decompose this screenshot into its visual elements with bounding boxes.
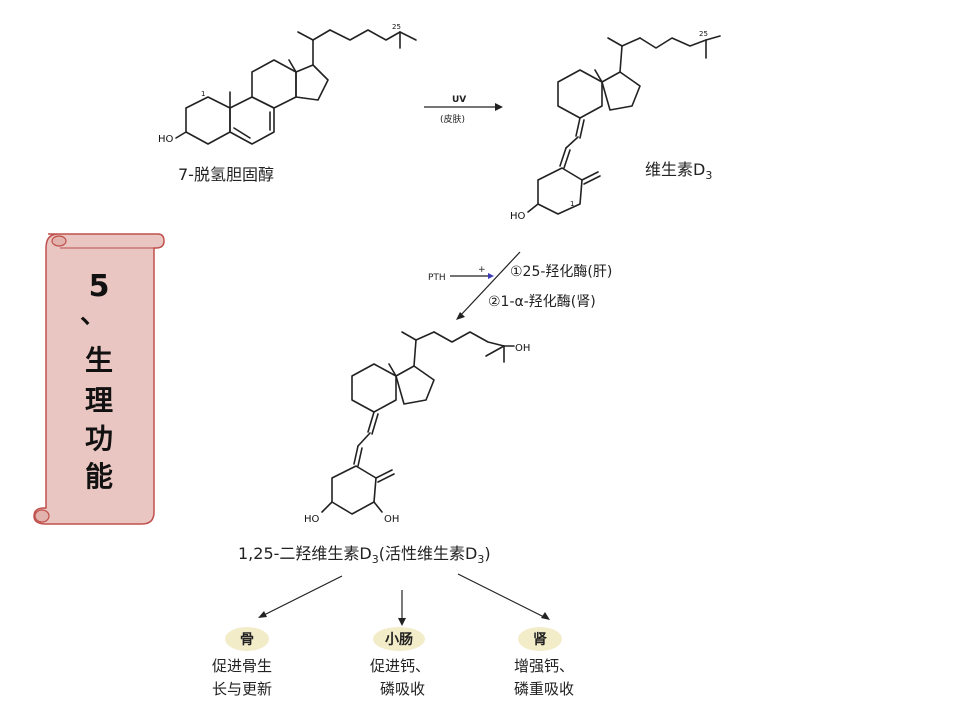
- title-char-2: 理: [85, 384, 113, 417]
- structure-vitamin-d3: HO 25 1: [510, 30, 721, 222]
- hydroxylase-step-2: ②1-α-羟化酶(肾): [488, 294, 596, 310]
- target-kidney: 肾 增强钙、 磷重吸收: [514, 627, 574, 698]
- atom-ho-2: HO: [510, 211, 526, 222]
- atom-c25-2: 25: [699, 30, 708, 38]
- arrow-hydroxylation: PTH + ①25-羟化酶(肝) ②1-α-羟化酶(肾): [428, 251, 612, 320]
- atom-c1-2: 1: [570, 200, 574, 208]
- label-calcitriol-prefix: 1,25-二羟维生素: [238, 544, 359, 563]
- effect-kidney-line2: 磷重吸收: [514, 680, 574, 698]
- atom-oh-ring: OH: [384, 514, 399, 525]
- label-vitamin-d3-subscript: 3: [705, 169, 712, 182]
- label-calcitriol-sub-1: 3: [372, 553, 379, 566]
- organ-bone: 骨: [240, 631, 254, 648]
- atom-ho-1: HO: [158, 134, 174, 145]
- effect-bone-line1: 促进骨生: [212, 657, 272, 675]
- effect-kidney-line1: 增强钙、: [514, 657, 574, 675]
- label-calcitriol-sub-2: 3: [477, 553, 484, 566]
- section-scroll-banner: 5 、 生 理 功 能: [33, 233, 165, 525]
- label-calcitriol-end: ): [484, 544, 490, 563]
- atom-c25-1: 25: [392, 23, 401, 31]
- skin-label: (皮肤): [440, 113, 465, 125]
- arrow-uv: UV (皮肤): [424, 95, 503, 125]
- target-arrows: [258, 573, 550, 626]
- label-7-dehydrocholesterol: 7-脱氢胆固醇: [178, 165, 274, 184]
- target-intestine: 小肠 促进钙、 磷吸收: [370, 627, 430, 698]
- label-vitamin-d3-letter: D: [693, 160, 705, 179]
- title-char-3: 功: [85, 422, 113, 455]
- atom-c1-1: 1: [201, 90, 205, 98]
- label-vitamin-d3: 维生素D3: [645, 160, 712, 182]
- organ-intestine: 小肠: [385, 632, 413, 648]
- title-char-1: 生: [85, 344, 113, 377]
- title-char-4: 能: [85, 460, 113, 493]
- pth-label: PTH: [428, 273, 446, 283]
- structure-calcitriol: OH HO OH: [304, 331, 530, 525]
- atom-ho-3: HO: [304, 514, 320, 525]
- section-number: 5: [89, 269, 110, 304]
- label-calcitriol: 1,25-二羟维生素D3(活性维生素D3): [238, 544, 491, 566]
- target-bone: 骨 促进骨生 长与更新: [212, 627, 272, 698]
- label-vitamin-d3-text: 维生素: [645, 160, 693, 179]
- effect-intestine-line2: 磷吸收: [380, 680, 425, 698]
- organ-kidney: 肾: [533, 632, 547, 648]
- hydroxylase-step-1: ①25-羟化酶(肝): [510, 264, 612, 280]
- atom-oh-side: OH: [515, 343, 530, 354]
- effect-bone-line2: 长与更新: [212, 680, 272, 698]
- section-separator: 、: [80, 300, 106, 330]
- effect-intestine-line1: 促进钙、: [370, 657, 430, 675]
- uv-label: UV: [452, 95, 466, 105]
- label-calcitriol-d: D: [359, 544, 371, 563]
- label-calcitriol-mid: (活性维生素: [379, 544, 465, 563]
- pth-plus: +: [478, 265, 486, 275]
- structure-7-dehydrocholesterol: HO 25 1: [158, 23, 417, 145]
- label-calcitriol-d-2: D: [465, 544, 477, 563]
